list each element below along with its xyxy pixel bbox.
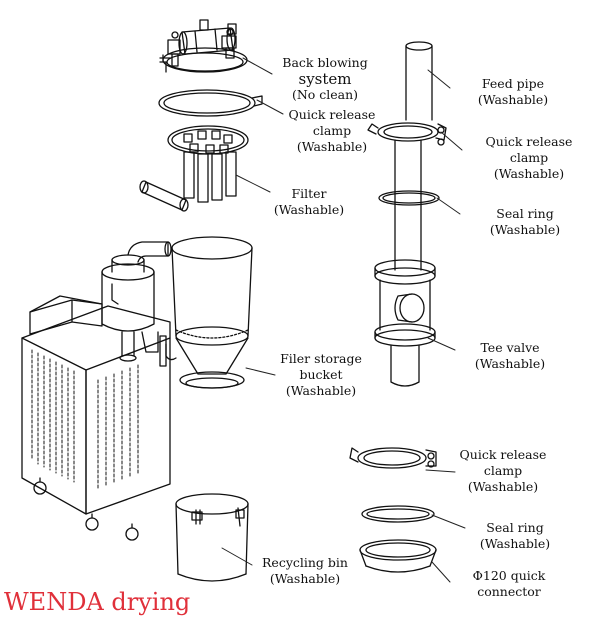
label-filer-storage-line2: bucket [299,367,343,382]
seal-ring-lower-drawing [361,505,435,523]
label-seal-ring-upper: Seal ring (Washable) [480,206,570,238]
label-qr-clamp-lower-line1: Quick release [459,447,547,462]
label-quick-release-clamp-lower: Quick release clamp (Washable) [448,447,558,495]
cyclone-drawing [101,241,172,367]
label-filter: Filter (Washable) [264,186,354,218]
quick-release-clamp-lower-drawing [349,447,437,469]
filter-assembly-drawing [139,125,249,212]
label-tee-valve-line2: (Washable) [474,356,546,371]
label-qr-clamp-top-line2: clamp [312,123,352,138]
label-connector-line1: Φ120 quick [472,568,546,583]
quick-connector-drawing [359,539,437,573]
label-back-blowing-system: Back blowing system (No clean) [270,55,380,103]
label-connector-line2: connector [477,584,541,599]
label-filer-storage-line1: Filer storage [280,351,362,366]
label-seal-ring-lower-line2: (Washable) [479,536,551,551]
label-qr-clamp-right-line2: clamp [509,150,549,165]
back-blowing-system-drawing [159,19,248,73]
quick-release-clamp-right-drawing [367,122,447,146]
filter-storage-bucket-drawing [165,236,253,389]
label-filter-line2: (Washable) [273,202,345,217]
label-feed-pipe-line1: Feed pipe [481,76,545,91]
label-qr-clamp-top-line3: (Washable) [296,139,368,154]
label-seal-ring-upper-line1: Seal ring [496,206,554,221]
label-filer-storage-line3: (Washable) [285,383,357,398]
label-feed-pipe-line2: (Washable) [477,92,549,107]
label-tee-valve-line1: Tee valve [480,340,540,355]
label-quick-release-clamp-top: Quick release clamp (Washable) [277,107,387,155]
label-seal-ring-lower-line1: Seal ring [486,520,544,535]
dryer-cabinet-drawing [21,295,171,541]
leader-lines [221,57,466,583]
label-seal-ring-upper-line2: (Washable) [489,222,561,237]
label-tee-valve: Tee valve (Washable) [465,340,555,372]
quick-release-clamp-top-drawing [158,89,263,117]
label-qr-clamp-lower-line3: (Washable) [467,479,539,494]
label-qr-clamp-top-line1: Quick release [288,107,376,122]
feed-pipe-drawing [405,41,433,121]
label-seal-ring-lower: Seal ring (Washable) [470,520,560,552]
label-filter-line1: Filter [291,186,327,201]
label-back-blowing-line1: Back blowing [282,55,368,70]
label-back-blowing-line3: (No clean) [291,87,359,102]
label-feed-pipe: Feed pipe (Washable) [468,76,558,108]
tee-valve-drawing [374,259,436,387]
label-filer-storage-bucket: Filer storage bucket (Washable) [266,351,376,399]
label-recycling-bin-line1: Recycling bin [262,555,348,570]
label-qr-clamp-right-line3: (Washable) [493,166,565,181]
label-recycling-bin: Recycling bin (Washable) [250,555,360,587]
label-quick-connector: Φ120 quick connector [454,568,564,600]
label-recycling-bin-line2: (Washable) [269,571,341,586]
label-qr-clamp-right-line1: Quick release [485,134,573,149]
label-qr-clamp-lower-line2: clamp [483,463,523,478]
brand-watermark: WENDA drying [4,588,191,616]
recycling-bin-drawing [175,493,249,582]
label-back-blowing-line2: system [298,70,352,88]
seal-ring-upper-drawing [378,190,440,206]
label-quick-release-clamp-right: Quick release clamp (Washable) [474,134,584,182]
